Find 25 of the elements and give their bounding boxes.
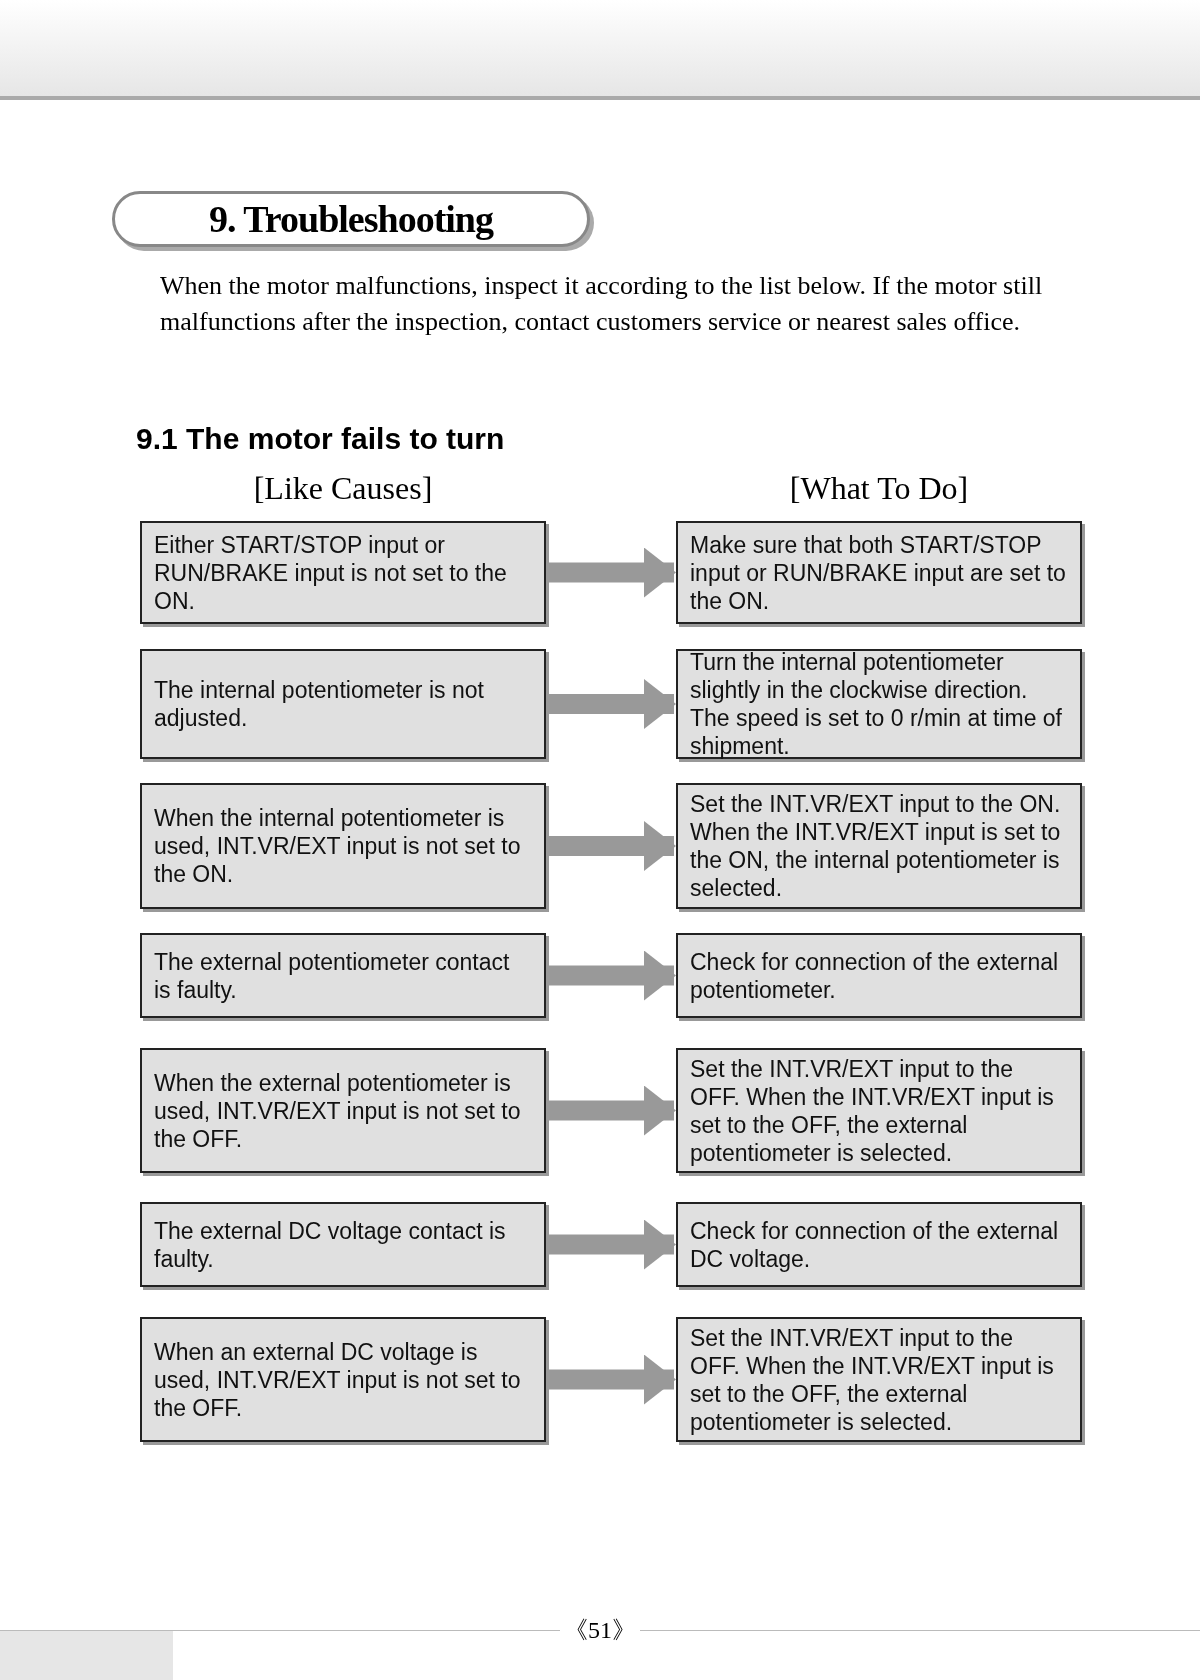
cause-box: Either START/STOP input or RUN/BRAKE input is not set to the ON. <box>140 521 546 624</box>
cause-box: When the external potentiometer is used, INT.VR/EXT input is not set to the OFF. <box>140 1048 546 1173</box>
arrow <box>548 1085 676 1136</box>
arrow <box>548 1219 676 1270</box>
remedy-box: Set the INT.VR/EXT input to the OFF. When the INT.VR/EXT input is set to the OFF, the external potentiometer is selected. <box>676 1048 1082 1173</box>
arrow <box>548 1354 676 1405</box>
cause-box: When the internal potentiometer is used, INT.VR/EXT input is not set to the ON. <box>140 783 546 909</box>
remedy-box: Check for connection of the external potentiometer. <box>676 933 1082 1018</box>
cause-box: The internal potentiometer is not adjusted. <box>140 649 546 759</box>
remedy-box: Set the INT.VR/EXT input to the ON. When the INT.VR/EXT input is set to the ON, the internal potentiometer is selected. <box>676 783 1082 909</box>
cause-box: The external potentiometer contact is faulty. <box>140 933 546 1018</box>
cause-box: When an external DC voltage is used, INT.VR/EXT input is not set to the OFF. <box>140 1317 546 1442</box>
subheading: 9.1 The motor fails to turn <box>136 422 505 456</box>
arrow <box>548 950 676 1001</box>
intro-paragraph: When the motor malfunctions, inspect it according to the list below. If the motor still malfunctions after the inspection, contact customers service or nearest sales office. <box>160 270 1044 338</box>
cause-box: The external DC voltage contact is faulty. <box>140 1202 546 1287</box>
remedy-box: Turn the internal potentiometer slightly in the clockwise direction. The speed is set to 0 r/min at time of shipment. <box>676 649 1082 759</box>
remedy-box: Check for connection of the external DC voltage. <box>676 1202 1082 1287</box>
remedy-box: Make sure that both START/STOP input or RUN/BRAKE input are set to the ON. <box>676 521 1082 624</box>
arrow <box>548 547 676 598</box>
remedy-box: Set the INT.VR/EXT input to the OFF. When the INT.VR/EXT input is set to the OFF, the external potentiometer is selected. <box>676 1317 1082 1442</box>
arrow <box>548 679 676 729</box>
arrow <box>548 821 676 871</box>
column-heading: [Like Causes] <box>252 470 434 507</box>
column-heading: [What To Do] <box>788 470 970 507</box>
